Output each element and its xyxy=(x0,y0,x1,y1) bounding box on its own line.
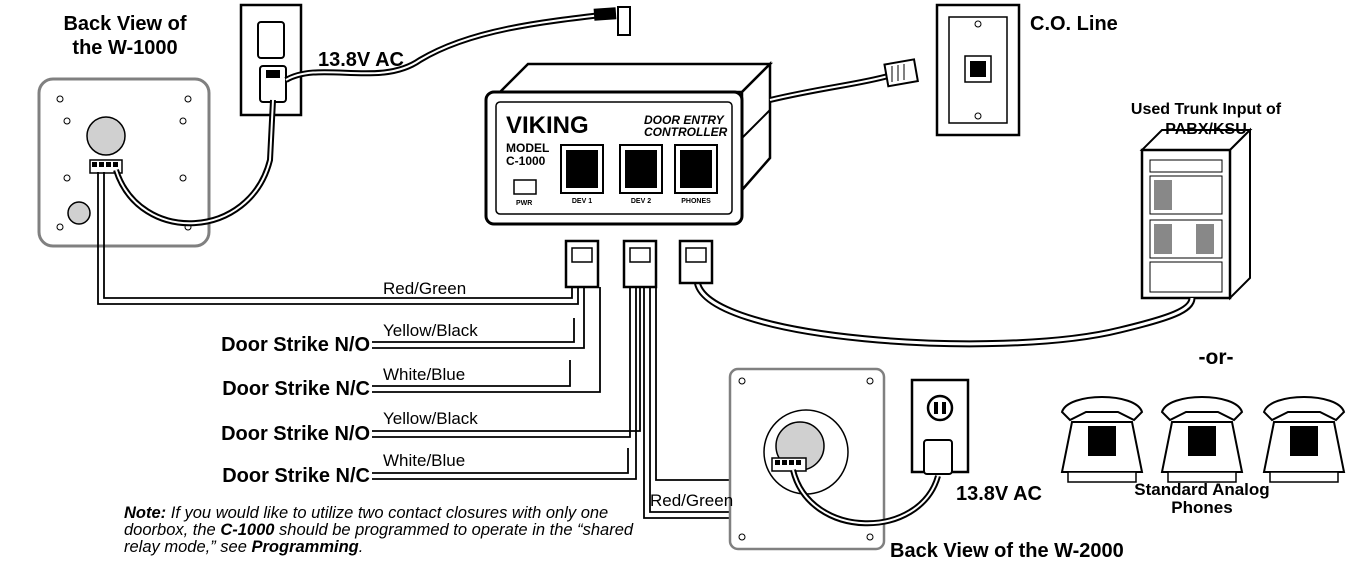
wire-red-green-top: Red/Green xyxy=(383,279,466,298)
c1000-controller xyxy=(484,60,774,226)
top-wall-outlet xyxy=(239,3,303,117)
w2000-label: Back View of the W-2000 xyxy=(890,540,1124,562)
power-top-label: 13.8V AC xyxy=(318,49,404,71)
phones-jack-label: PHONES xyxy=(681,198,711,205)
w1000-label-line1: Back View of xyxy=(63,13,186,35)
pabx-cabinet xyxy=(1139,127,1253,301)
door-strike-no-1: Door Strike N/O xyxy=(221,334,370,356)
note-label: Note: xyxy=(124,504,167,522)
phones-label-line1: Standard Analog xyxy=(1134,480,1269,499)
wire-yellow-black-1: Yellow/Black xyxy=(383,321,478,340)
phones-modular-plug xyxy=(678,239,714,285)
note-model: C-1000 xyxy=(220,521,275,539)
model-label: MODEL xyxy=(506,141,549,155)
dev2-wiring xyxy=(372,287,780,519)
wire-red-green-bottom: Red/Green xyxy=(650,491,733,510)
dev1-modular-plug xyxy=(564,239,600,289)
power-bottom-label: 13.8V AC xyxy=(956,483,1042,505)
dev1-label: DEV 1 xyxy=(572,198,592,205)
programming-note: Note: If you would like to utilize two c… xyxy=(124,505,644,556)
w1000-label-line2: the W-1000 xyxy=(72,37,177,59)
co-wall-plate xyxy=(935,3,1021,137)
viking-brand: VIKING xyxy=(506,112,589,139)
note-programming-ref: Programming xyxy=(251,538,359,556)
co-modular-plug xyxy=(883,58,919,88)
controller-title-line1: DOOR ENTRY xyxy=(644,113,725,127)
dev2-label: DEV 2 xyxy=(631,198,651,205)
co-line-label: C.O. Line xyxy=(1030,13,1118,35)
door-strike-nc-2: Door Strike N/C xyxy=(222,465,370,487)
phones-label-line2: Phones xyxy=(1171,498,1232,517)
dev2-modular-plug xyxy=(622,239,658,289)
dev1-wiring xyxy=(97,172,601,393)
analog-phone-1 xyxy=(1060,396,1144,483)
trunk-label-line1: Used Trunk Input of xyxy=(1131,101,1282,118)
note-text-2: should be programmed to operate in the “… xyxy=(124,521,634,556)
trunk-label-line2: PABX/KSU xyxy=(1165,121,1247,138)
note-text-1: If you would like to utilize two contact… xyxy=(124,504,609,539)
note-text-3: . xyxy=(358,538,364,556)
bottom-wall-outlet xyxy=(910,378,970,475)
controller-title-line2: CONTROLLER xyxy=(644,125,728,139)
or-label: -or- xyxy=(1199,346,1234,369)
model-number: C-1000 xyxy=(506,154,546,168)
pwr-label: PWR xyxy=(516,200,532,207)
door-strike-nc-1: Door Strike N/C xyxy=(222,378,370,400)
analog-phone-2 xyxy=(1160,396,1244,483)
wire-yellow-black-2: Yellow/Black xyxy=(383,409,478,428)
wire-white-blue-1: White/Blue xyxy=(383,365,465,384)
w2000-back-plate xyxy=(728,367,886,551)
door-strike-no-2: Door Strike N/O xyxy=(221,423,370,445)
wire-white-blue-2: White/Blue xyxy=(383,451,465,470)
dc-power-plug xyxy=(593,6,631,36)
w1000-back-plate xyxy=(37,77,211,248)
analog-phone-3 xyxy=(1262,396,1346,483)
